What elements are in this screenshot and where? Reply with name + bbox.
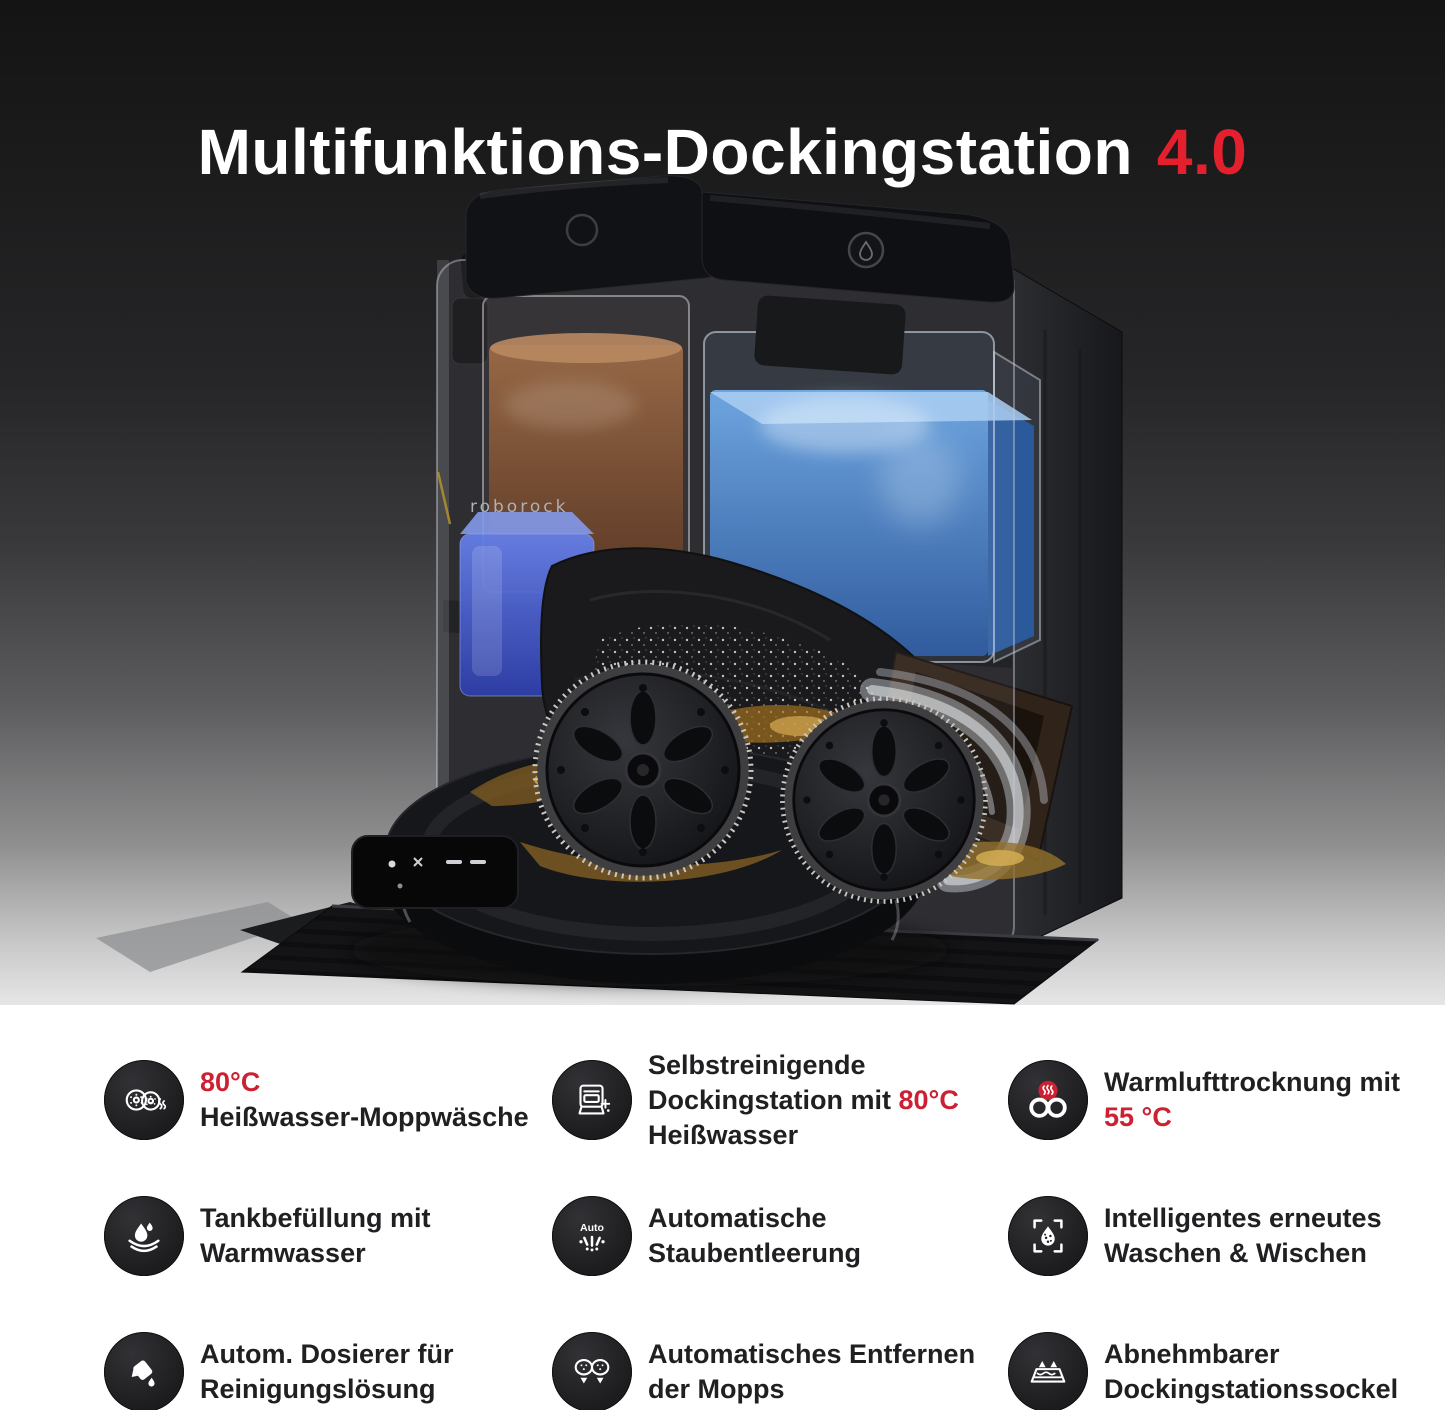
feature-text: Selbstreinigende Dockingstation mit 80°C… [648, 1049, 959, 1150]
station-lids [465, 175, 1015, 303]
svg-text:roborock: roborock [470, 497, 568, 517]
feature-text: Warmlufttrocknung mit 55 °C [1104, 1067, 1400, 1132]
auto-detergent-icon [104, 1332, 184, 1410]
feature-text: Automatische Staubentleerung [648, 1203, 862, 1268]
feature-text: 80°C Heißwasser-Moppwäsche [200, 1067, 529, 1132]
feature-removable-base: Abnehmbarer Dockingstationssockel [1008, 1328, 1445, 1410]
feature-warm-water-refill: Tankbefüllung mit Warmwasser [104, 1192, 546, 1280]
warm-water-refill-icon [104, 1196, 184, 1276]
title-version: 4.0 [1156, 115, 1248, 188]
feature-smart-rewash: Intelligentes erneutes Waschen & Wischen [1008, 1192, 1445, 1280]
feature-hot-mop-wash: 80°C Heißwasser-Moppwäsche [104, 1056, 546, 1144]
feature-auto-dust-empty: Auto Automatische Staubentleerung [552, 1192, 1004, 1280]
feature-text: Autom. Dosierer für Reinigungslösung [200, 1339, 454, 1404]
hot-mop-wash-icon [104, 1060, 184, 1140]
feature-text: Tankbefüllung mit Warmwasser [200, 1203, 431, 1268]
svg-text:Auto: Auto [580, 1222, 605, 1234]
removable-base-icon [1008, 1332, 1088, 1410]
robot-console [351, 835, 519, 909]
smart-rewash-icon [1008, 1196, 1088, 1276]
feature-text: Automatisches Entfernen der Mopps [648, 1339, 976, 1404]
feature-text: Intelligentes erneutes Waschen & Wischen [1104, 1203, 1382, 1268]
feature-warm-air-drying: Warmlufttrocknung mit 55 °C [1008, 1056, 1445, 1144]
auto-mop-removal-icon [552, 1332, 632, 1410]
feature-text: Abnehmbarer Dockingstationssockel [1104, 1339, 1399, 1404]
warm-air-drying-icon [1008, 1060, 1088, 1140]
docking-station-illustration: roborock [96, 175, 1123, 1005]
feature-self-cleaning-dock: Selbstreinigende Dockingstation mit 80°C… [552, 1050, 1004, 1150]
feature-auto-mop-removal: Automatisches Entfernen der Mopps [552, 1328, 1004, 1410]
self-cleaning-dock-icon [552, 1060, 632, 1140]
brand-logo: roborock [436, 471, 568, 525]
feature-auto-detergent: Autom. Dosierer für Reinigungslösung [104, 1328, 546, 1410]
auto-dust-empty-icon: Auto [552, 1196, 632, 1276]
